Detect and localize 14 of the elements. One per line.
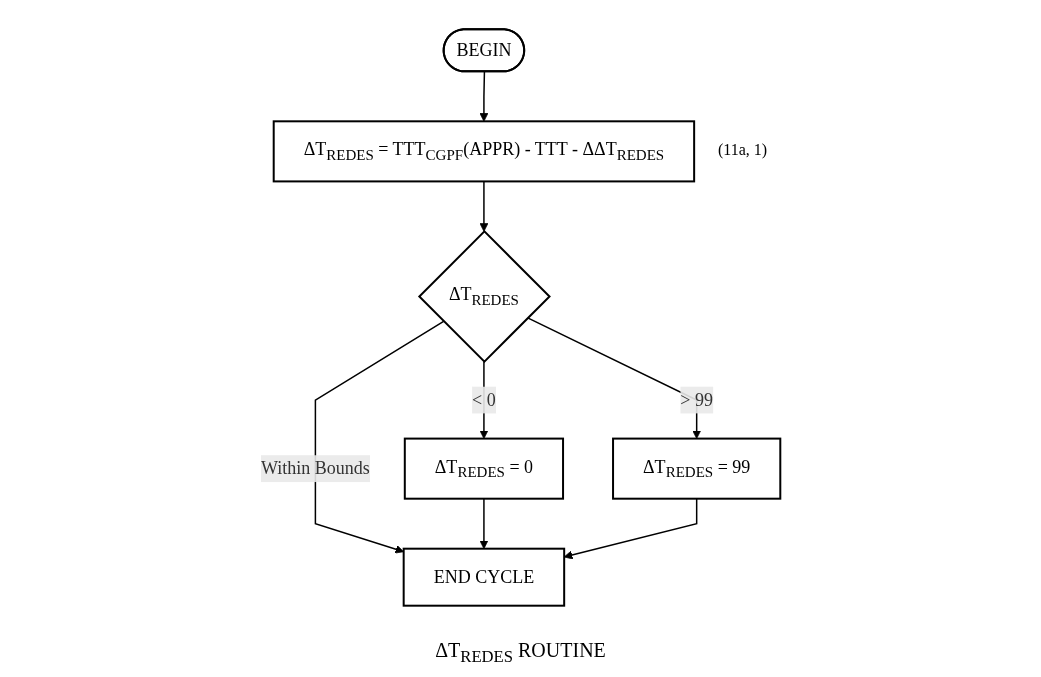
node-box: ΔT$_{REDES}$ = 0 [403,437,564,500]
node-diamond: ΔT$_{REDES}$ [417,230,551,363]
arrow [479,180,489,232]
caption: ΔT$_{REDES}$ ROUTINE [435,638,606,668]
arrow [479,71,489,122]
edge-label: > 99 [680,389,713,410]
node-box: END CYCLE [402,547,565,607]
node-box: ΔT$_{REDES}$ = TTT$_{CGPF}$(APPR) - TTT - ΔΔT$_{REDES}$ [272,120,695,183]
edge-label: Within Bounds [260,458,370,479]
node-box: ΔT$_{REDES}$ = 99 [611,437,782,500]
arrow [479,497,489,550]
equation-number: (11a, 1) [718,141,768,160]
edge-label: < 0 [471,389,496,410]
arrow [314,320,445,554]
